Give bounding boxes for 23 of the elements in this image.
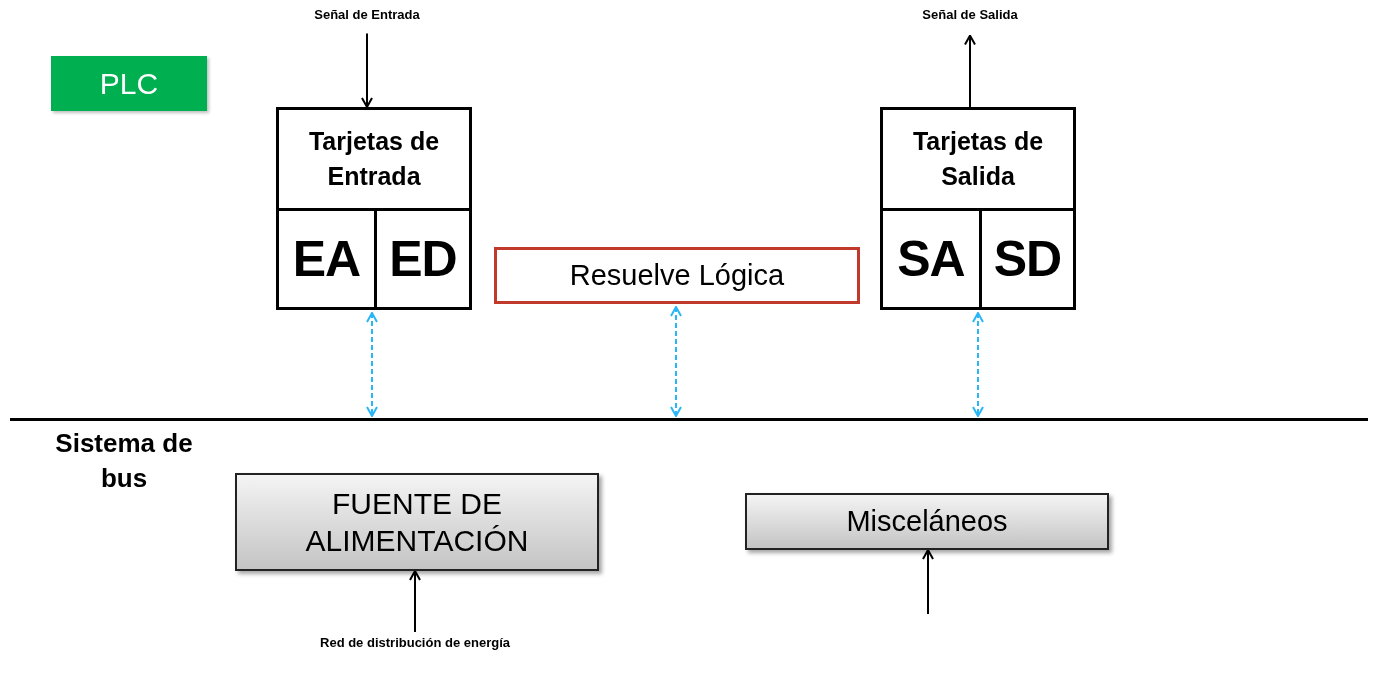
source-label: Red de distribución de energía <box>320 634 510 652</box>
dashed-arrow <box>670 306 682 417</box>
label-box: PLC <box>51 56 207 111</box>
signal-label: Señal de Salida <box>922 6 1018 24</box>
dashed-arrow <box>366 312 378 417</box>
arrow <box>361 32 373 108</box>
bus-label: Sistema de bus <box>54 427 194 496</box>
module-box: FUENTE DE ALIMENTACIÓN <box>235 473 599 571</box>
module-box: Misceláneos <box>745 493 1109 550</box>
card-heading: Tarjetas de Entrada <box>307 126 441 192</box>
card-box <box>880 107 1076 310</box>
cell-box: EA <box>279 208 374 307</box>
card-heading: Tarjetas de Salida <box>911 126 1045 192</box>
cell-box: SA <box>883 208 979 307</box>
card-box <box>276 107 472 310</box>
arrow <box>409 570 421 633</box>
process-box: Resuelve Lógica <box>494 247 860 304</box>
arrow <box>922 549 934 615</box>
signal-label: Señal de Entrada <box>314 6 420 24</box>
cell-box: SD <box>979 208 1073 307</box>
arrow <box>964 34 976 108</box>
cell-box: ED <box>374 208 469 307</box>
dashed-arrow <box>972 312 984 417</box>
